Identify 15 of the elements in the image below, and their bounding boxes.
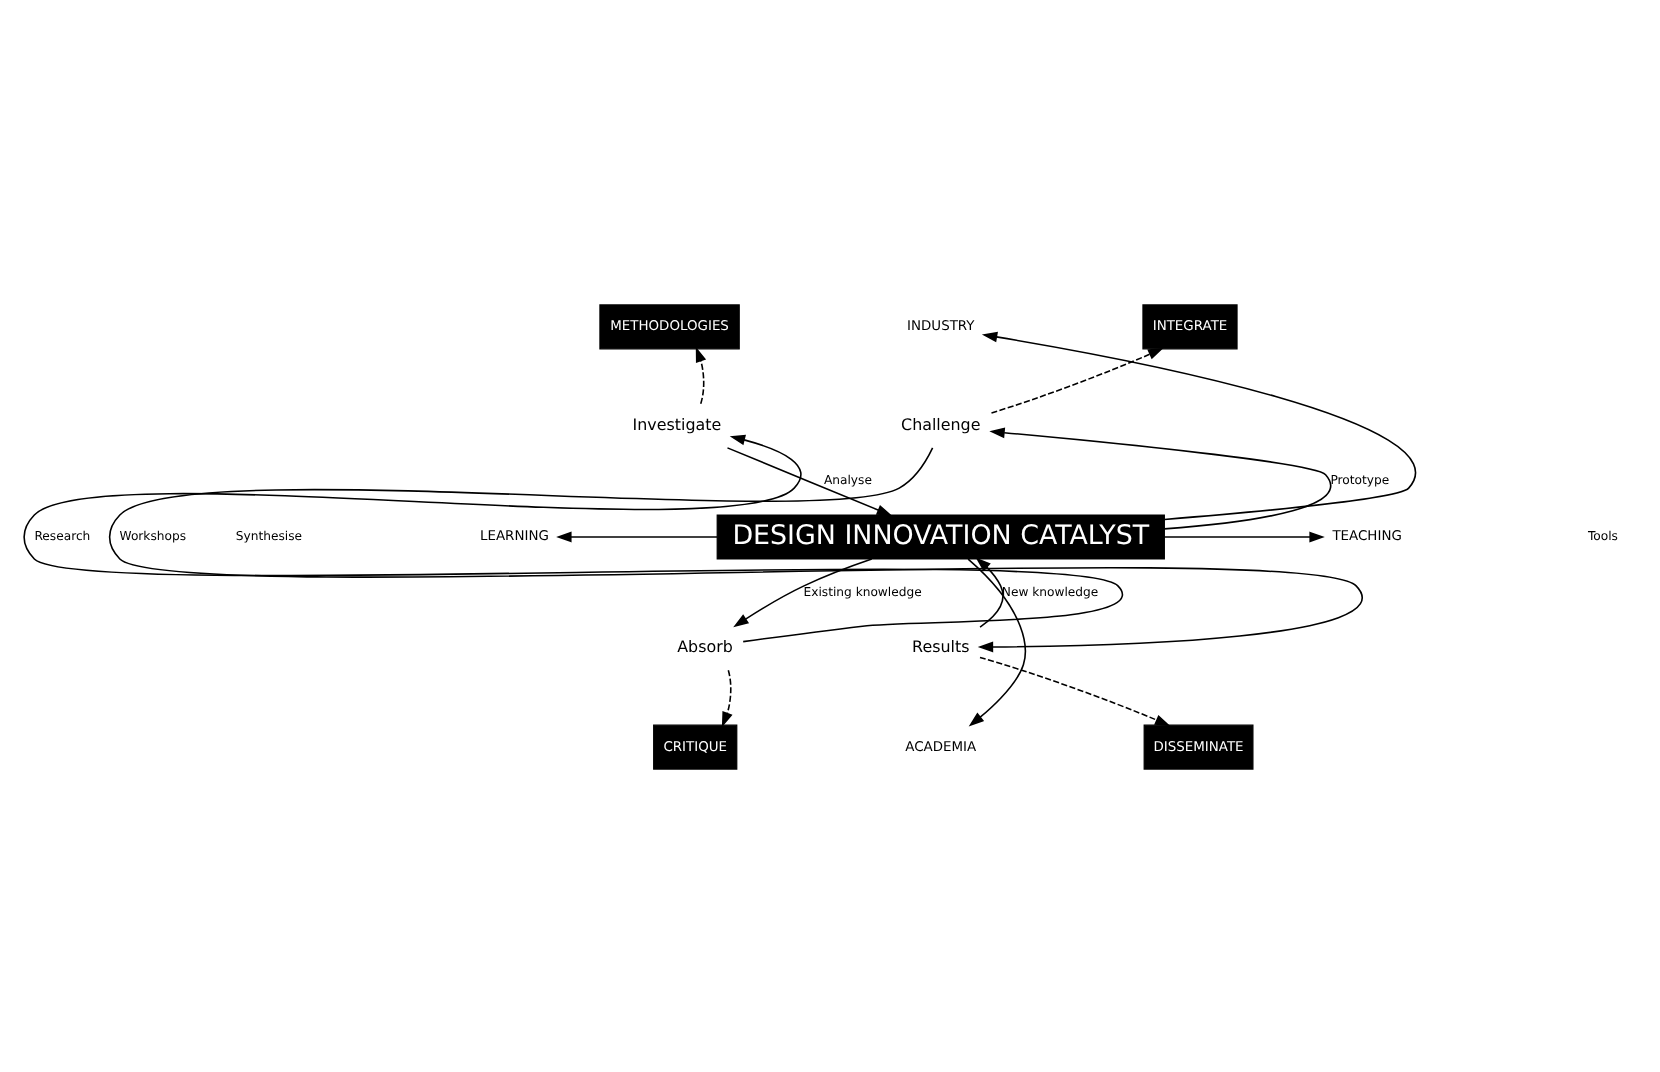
arrow [108,446,1363,652]
arrow [695,345,707,404]
arrow [726,446,893,515]
arrow [990,347,1164,413]
arrow [975,556,1004,627]
arrow [981,330,1417,520]
arrow [556,530,718,542]
arrow [733,557,873,627]
node-box: DESIGN INNOVATION CATALYST [716,513,1165,559]
arrow [979,655,1171,725]
arrow [967,557,1027,726]
arrow [1163,530,1325,542]
arrow [989,426,1331,529]
arrow [23,433,1124,642]
arrow [721,668,733,727]
